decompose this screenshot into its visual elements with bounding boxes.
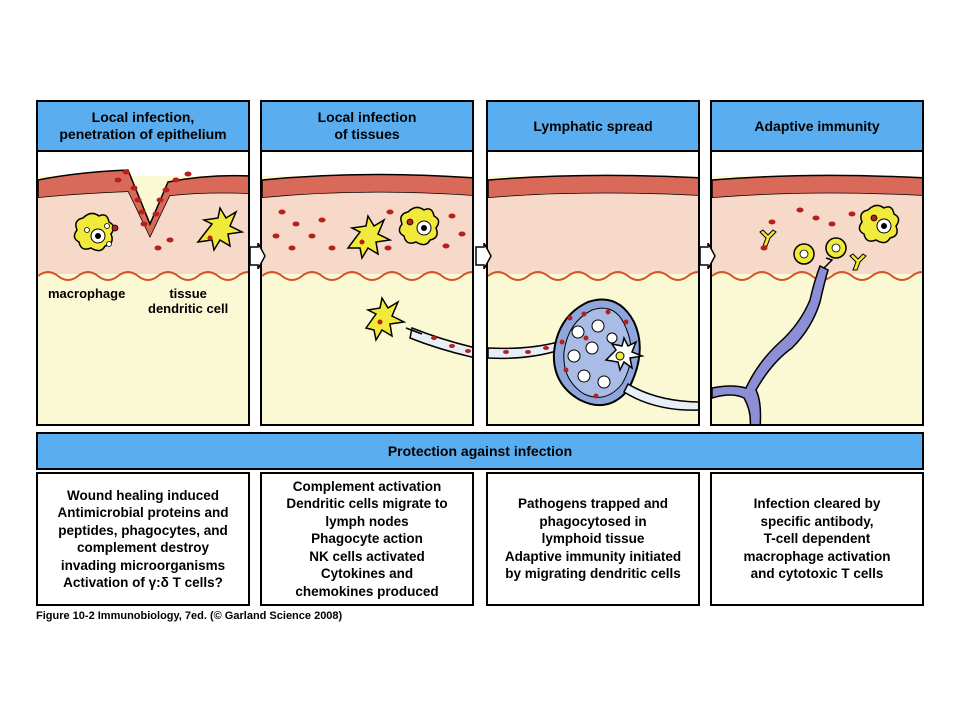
panel-title-3: Lymphatic spread [486, 100, 700, 152]
arrow-icon [249, 243, 266, 269]
description-1: Wound healing induced Antimicrobial prot… [36, 472, 250, 606]
panel-title-4: Adaptive immunity [710, 100, 924, 152]
panel-title-2: Local infection of tissues [260, 100, 474, 152]
panel-illustration-4 [710, 150, 924, 426]
description-4: Infection cleared by specific antibody, … [710, 472, 924, 606]
panel-illustration-2 [260, 150, 474, 426]
panel-illustration-3 [486, 150, 700, 426]
panel-illustration-1 [36, 150, 250, 426]
description-3: Pathogens trapped and phagocytosed in ly… [486, 472, 700, 606]
protection-title: Protection against infection [36, 432, 924, 470]
arrow-icon [475, 243, 492, 269]
description-2: Complement activation Dendritic cells mi… [260, 472, 474, 606]
figure-caption: Figure 10-2 Immunobiology, 7ed. (© Garla… [36, 610, 343, 622]
arrow-icon [699, 243, 716, 269]
macrophage-label: macrophage [48, 286, 126, 301]
panel-title-1: Local infection, penetration of epitheli… [36, 100, 250, 152]
dendritic-cell-label: tissue dendritic cell [148, 286, 229, 316]
